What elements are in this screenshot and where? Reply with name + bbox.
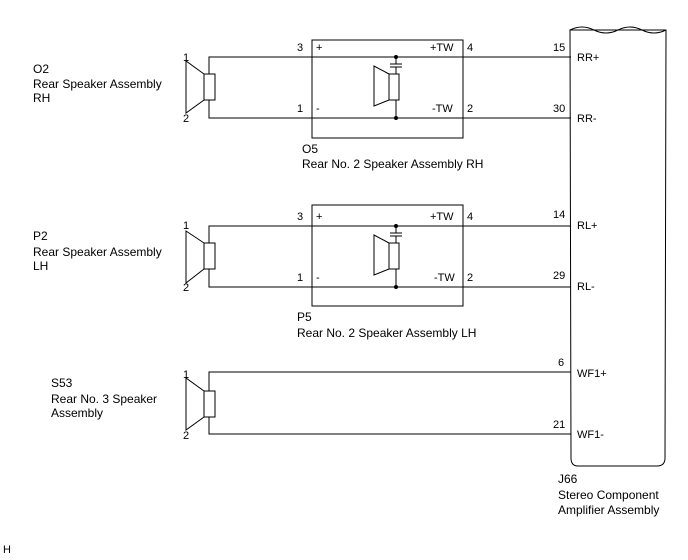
wire-s53-pin2: [208, 417, 571, 435]
amplifier-code: J66: [558, 472, 578, 486]
amp-pin-6: 6: [558, 357, 564, 369]
amplifier-name-line1: Stereo Component: [558, 488, 659, 502]
speaker-o2-icon: [185, 60, 216, 114]
box-p5-pin-3: 3: [297, 211, 303, 223]
speaker-o2-name-line2: RH: [33, 91, 50, 105]
amp-term-rr-plus: RR+: [577, 52, 599, 64]
amp-pin-15: 15: [553, 42, 565, 54]
box-p5-tw-plus: +TW: [430, 211, 454, 223]
tweeter-p5-icon: [373, 234, 400, 276]
box-p5-sign-minus: -: [316, 272, 320, 284]
box-o5-pin-3: 3: [297, 42, 303, 54]
wire-s53-pin1: [208, 371, 571, 391]
speaker-s53-name-line2: Assembly: [51, 406, 103, 420]
box-p5-code: P5: [297, 310, 312, 324]
amp-term-rr-minus: RR-: [577, 113, 597, 125]
amp-pin-14: 14: [553, 209, 565, 221]
junction-o5-bottom: [394, 116, 398, 120]
box-o5-tw-plus: +TW: [430, 42, 454, 54]
speaker-s53-name-line1: Rear No. 3 Speaker: [51, 392, 157, 406]
box-o5-pin-4: 4: [467, 42, 473, 54]
speaker-o2-name-line1: Rear Speaker Assembly: [33, 77, 162, 91]
amp-pin-30: 30: [553, 103, 565, 115]
speaker-p2-code: P2: [33, 229, 48, 243]
box-p5-pin-4: 4: [467, 211, 473, 223]
box-p5-name: Rear No. 2 Speaker Assembly LH: [297, 326, 476, 340]
box-p5-pin-2: 2: [467, 272, 473, 284]
speaker-o2-pin-1: 1: [183, 52, 189, 64]
speaker-o2-code: O2: [33, 62, 49, 76]
speaker-p2-name-line1: Rear Speaker Assembly: [33, 245, 162, 259]
box-o5-code: O5: [302, 142, 318, 156]
box-o5-tw-minus: -TW: [432, 103, 453, 115]
box-o5-name: Rear No. 2 Speaker Assembly RH: [302, 157, 483, 171]
speaker-s53-pin-2: 2: [183, 430, 189, 442]
amp-pin-29: 29: [553, 270, 565, 282]
speaker-p2-name-line2: LH: [33, 259, 48, 273]
amp-pin-21: 21: [553, 419, 565, 431]
amplifier-torn-edge: [569, 26, 667, 34]
speaker-p2-pin-2: 2: [183, 282, 189, 294]
junction-o5-top: [394, 55, 398, 59]
speaker-s53-icon: [185, 377, 216, 431]
box-o5-sign-plus: +: [316, 42, 322, 54]
amplifier-body: [569, 29, 667, 467]
amp-term-wf1-plus: WF1+: [577, 368, 607, 380]
junction-p5-top: [394, 224, 398, 228]
box-p5-sign-plus: +: [316, 211, 322, 223]
junction-p5-bottom: [394, 285, 398, 289]
speaker-o2-pin-2: 2: [183, 113, 189, 125]
box-o5-sign-minus: -: [316, 103, 320, 115]
tweeter-o5-icon: [373, 65, 400, 107]
speaker-p2-pin-1: 1: [183, 220, 189, 232]
speaker-s53-code: S53: [51, 376, 73, 390]
figure-code: H: [3, 544, 11, 556]
box-o5-pin-2: 2: [467, 103, 473, 115]
box-o5-pin-1: 1: [297, 103, 303, 115]
amplifier-name-line2: Amplifier Assembly: [558, 503, 659, 517]
amp-term-wf1-minus: WF1-: [577, 429, 604, 441]
amp-term-rl-minus: RL-: [577, 281, 595, 293]
amp-term-rl-plus: RL+: [577, 220, 598, 232]
box-p5-tw-minus: -TW: [434, 272, 455, 284]
speaker-s53-pin-1: 1: [183, 369, 189, 381]
speaker-p2-icon: [185, 230, 216, 285]
box-p5-pin-1: 1: [297, 272, 303, 284]
